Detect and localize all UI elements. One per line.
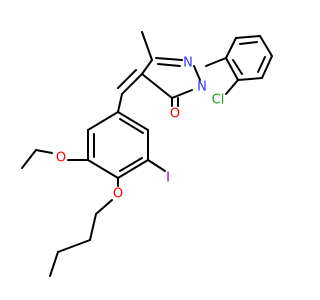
bond-o-c1-butoxy	[95, 199, 113, 215]
ring-bond	[87, 159, 119, 179]
ring-bond	[237, 77, 263, 81]
benzylidene-ring	[87, 111, 149, 179]
atom-label-butoxy-oxygen: O	[113, 187, 123, 202]
ring-bond	[225, 37, 237, 59]
chlorophenyl-ring	[225, 35, 273, 81]
pyrazolone-ring	[141, 57, 201, 99]
bond-c3-n-ring-double	[157, 63, 181, 67]
bond-methyl	[141, 31, 153, 61]
bond-n-n	[193, 65, 201, 81]
bond-ch2-ch3-ethoxy	[21, 149, 37, 169]
atom-label-aryl-nitrogen: N	[197, 80, 207, 95]
bond-n-aryl	[205, 57, 227, 67]
bond-c5-c4	[141, 73, 173, 99]
atom-label-ethoxy-oxygen: O	[56, 151, 66, 166]
ring-bond	[117, 111, 149, 131]
bond-c3-c4-butoxy	[49, 251, 59, 277]
atom-label-ketone-oxygen: O	[170, 107, 180, 122]
bond-c3-n-ring	[155, 57, 183, 61]
molecule-structure: N N O Cl O O I	[21, 31, 273, 277]
bond-exocyclic	[121, 73, 143, 95]
bond-c-iodine	[147, 159, 166, 172]
ring-inner-bond	[239, 41, 258, 45]
ring-bond	[259, 35, 273, 57]
ring-bond	[87, 111, 119, 131]
ring-bond	[117, 159, 149, 179]
atom-label-ring-nitrogen: N	[183, 56, 193, 71]
ring-bond	[225, 57, 239, 81]
bond-c4-c3	[141, 59, 153, 75]
ring-bond	[235, 35, 261, 39]
ring-inner-bond	[232, 59, 243, 75]
bond-exocyclic-double	[117, 69, 137, 89]
ring-bond	[261, 55, 273, 79]
ring-inner-bond	[257, 56, 266, 73]
bond-n-c5	[171, 89, 193, 99]
atom-label-iodine: I	[166, 171, 170, 186]
bond-c1-c2-butoxy	[89, 213, 97, 241]
bond-c-chlorine	[225, 79, 239, 95]
atom-label-chlorine: Cl	[212, 93, 225, 108]
bond-methine-aryl	[117, 93, 123, 113]
bond-o-ch2-ethoxy	[35, 149, 53, 154]
bond-c2-c3-butoxy	[57, 239, 91, 253]
ring-inner-bond	[119, 157, 143, 172]
ring-inner-bond	[119, 118, 144, 134]
